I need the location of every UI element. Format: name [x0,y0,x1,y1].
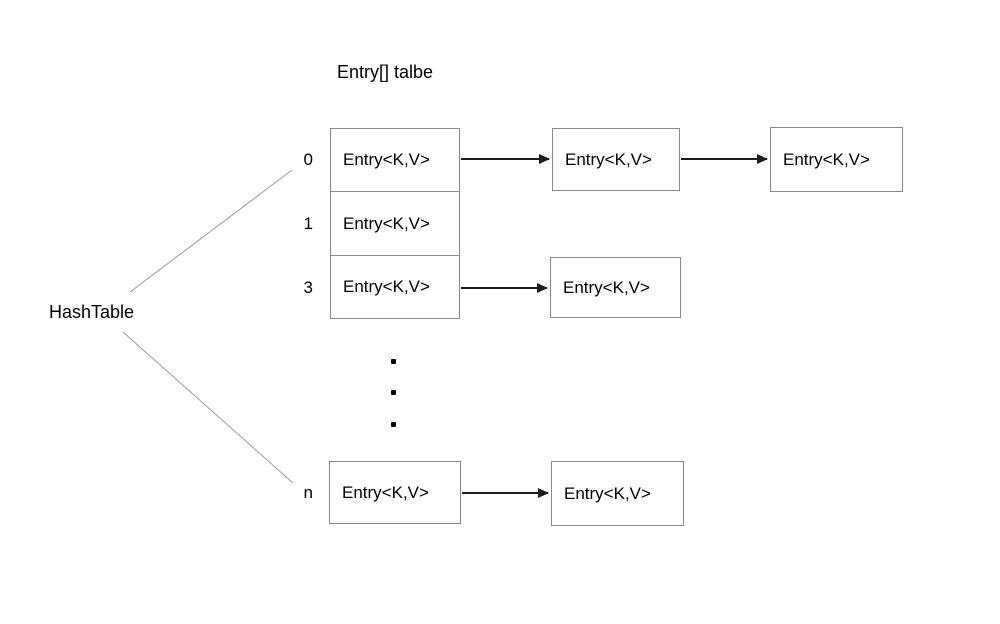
diagram-title: Entry[] talbe [337,62,434,82]
ellipsis-dot-icon [391,422,396,427]
bucket-index-1: 1 [303,214,313,233]
ellipsis-dot-icon [391,390,396,395]
row0-chain-node-1: Entry<K,V> [552,128,680,191]
bucket-index-3: 3 [303,278,313,297]
bucket-n-entry: Entry<K,V> [329,461,461,524]
bucket-index-0: 0 [303,150,313,169]
ellipsis-dot-icon [391,359,396,364]
bucket-3-entry: Entry<K,V> [330,255,460,319]
bucket-0-entry: Entry<K,V> [330,128,460,192]
row3-chain-node-1: Entry<K,V> [550,257,681,318]
bucket-1-entry: Entry<K,V> [330,191,460,256]
hashtable-root-label: HashTable [49,302,135,322]
rown-chain-node-1: Entry<K,V> [551,461,684,526]
connector-line-lower [122,331,294,484]
row0-chain-node-2: Entry<K,V> [770,127,903,192]
entry-array-stack: Entry<K,V> Entry<K,V> Entry<K,V> [330,128,460,319]
bucket-index-n: n [303,483,313,502]
connector-line-upper [129,169,293,293]
